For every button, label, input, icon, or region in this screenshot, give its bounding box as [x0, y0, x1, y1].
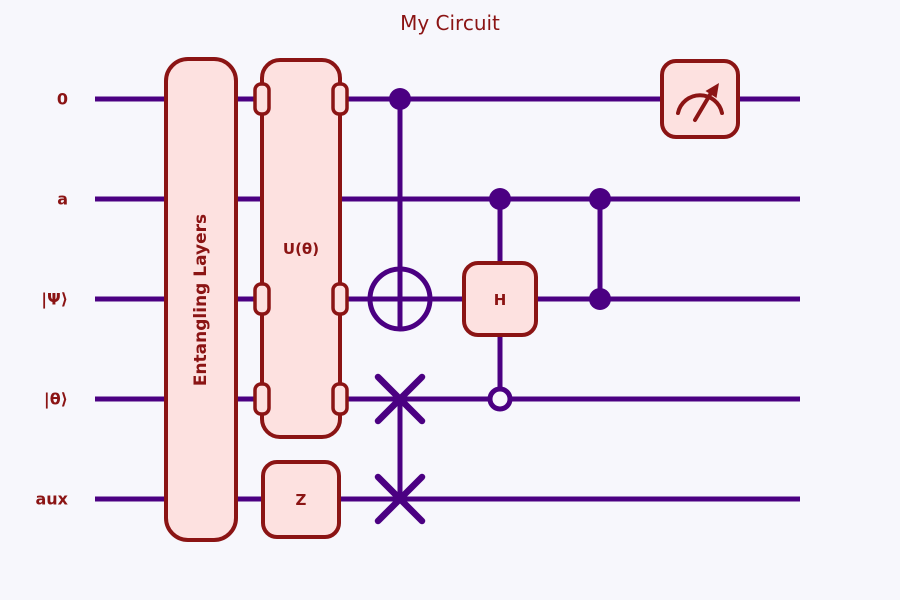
- swap-cross-bottom: [374, 473, 426, 525]
- wire-label-theta: |θ⟩: [44, 390, 68, 410]
- entangling-layers-box: [164, 57, 238, 542]
- wire-label-a: a: [57, 190, 68, 209]
- cnot-control-dot: [389, 88, 411, 110]
- gate-h: H: [462, 261, 538, 337]
- wire-label-aux: aux: [35, 490, 68, 509]
- measurement-box: [660, 59, 740, 139]
- wire-label-0: 0: [57, 90, 68, 109]
- u-theta-notch-left-psi: [253, 282, 271, 316]
- h-box: [462, 261, 538, 337]
- cz-dot-psi: [589, 288, 611, 310]
- u-theta-notch-right-psi: [331, 282, 349, 316]
- wire-label-psi: |Ψ⟩: [41, 290, 68, 310]
- swap-gate: [374, 373, 426, 525]
- cnot-target-icon: [367, 266, 433, 332]
- h-filled-control-dot: [489, 188, 511, 210]
- z-box: [261, 460, 341, 539]
- measurement-gauge-icon: [676, 83, 724, 122]
- u-theta-notch-right-0: [331, 82, 349, 116]
- u-theta-notch-left-theta: [253, 382, 271, 416]
- u-theta-notch-right-theta: [331, 382, 349, 416]
- h-label: H: [494, 291, 507, 309]
- h-open-control-dot: [487, 386, 513, 412]
- cz-dot-a: [589, 188, 611, 210]
- circuit-title: My Circuit: [400, 11, 500, 35]
- u-theta-notch-left-0: [253, 82, 271, 116]
- entangling-layers-label: Entangling Layers: [191, 214, 211, 386]
- u-theta-label: U(θ): [283, 240, 319, 258]
- measurement-gate: [660, 59, 740, 139]
- z-label: Z: [296, 491, 307, 509]
- swap-cross-top: [374, 373, 426, 425]
- gate-u-theta: U(θ): [253, 58, 349, 439]
- gate-z: Z: [261, 460, 341, 539]
- gate-entangling-layers: Entangling Layers: [164, 57, 238, 542]
- u-theta-box: [260, 58, 342, 439]
